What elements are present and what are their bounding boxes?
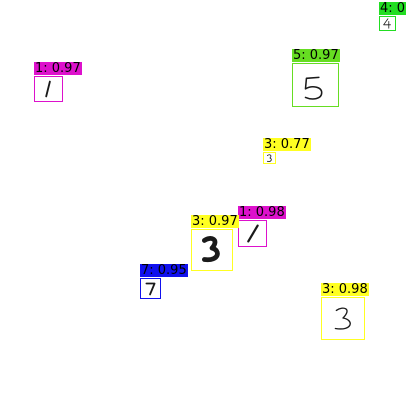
detection-box	[238, 220, 267, 247]
detection-box	[321, 297, 365, 340]
detection-label: 5: 0.97	[292, 48, 340, 63]
detection-box	[292, 63, 339, 107]
detection-label: 7: 0.95	[140, 263, 188, 278]
detection-label: 1: 0.98	[238, 205, 286, 220]
detection-label: 3: 0.77	[263, 137, 311, 152]
detection-box	[191, 229, 233, 271]
detection-box	[379, 16, 396, 31]
detection-box	[34, 76, 63, 102]
detection-box	[140, 278, 161, 299]
detection-label: 4: 0	[379, 1, 407, 16]
detection-box	[263, 152, 276, 164]
detection-label: 3: 0.98	[321, 282, 369, 297]
detection-label: 3: 0.97	[191, 214, 239, 229]
detection-label: 1: 0.97	[34, 61, 82, 76]
